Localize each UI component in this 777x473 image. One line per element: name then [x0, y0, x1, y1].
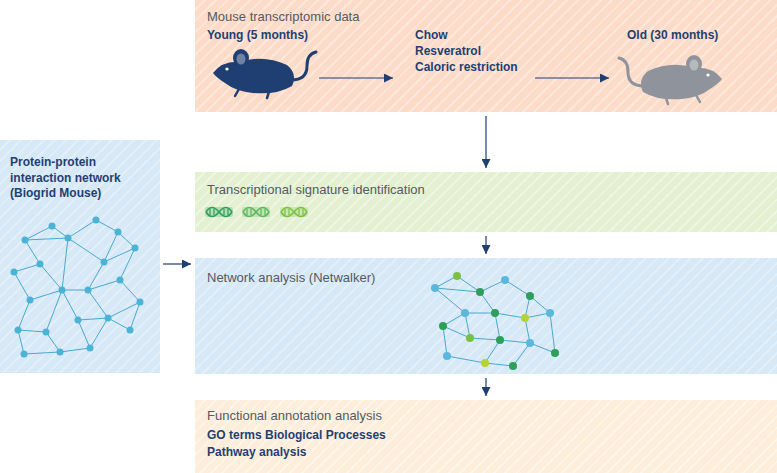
text-holder: Network analysis (Netwalker)	[207, 270, 375, 285]
text-holder: Protein-protein interaction network (Bio…	[10, 155, 140, 202]
band-text: Caloric restriction	[415, 60, 518, 74]
process-band: Transcriptional signature identification	[195, 172, 777, 232]
text-holder: Caloric restriction	[415, 60, 518, 74]
text-holder: Functional annotation analysis	[207, 408, 382, 423]
text-holder: Mouse transcriptomic data	[207, 9, 359, 24]
text-holder: Transcriptional signature identification	[207, 182, 425, 197]
band-heading: Transcriptional signature identification	[207, 182, 425, 197]
band-heading: Mouse transcriptomic data	[207, 9, 359, 24]
network-source-band: Protein-protein interaction network (Bio…	[0, 140, 160, 373]
text-holder: Old (30 months)	[627, 28, 718, 42]
process-band: Network analysis (Netwalker)	[195, 258, 777, 374]
text-holder: Pathway analysis	[207, 445, 306, 459]
band-text: Resveratrol	[415, 44, 481, 58]
flow-arrow	[485, 236, 486, 254]
text-holder: GO terms Biological Processes	[207, 428, 386, 442]
flow-arrow	[485, 116, 486, 168]
text-holder: Young (5 months)	[207, 28, 308, 42]
flow-arrow	[485, 378, 486, 396]
input-band: Mouse transcriptomic dataYoung (5 months…	[195, 0, 777, 112]
band-text: Chow	[415, 28, 448, 42]
text-holder: Resveratrol	[415, 44, 481, 58]
output-band: Functional annotation analysis GO terms B…	[195, 400, 777, 473]
band-heading: Protein-protein interaction network (Bio…	[10, 155, 140, 202]
band-text: Pathway analysis	[207, 445, 306, 459]
band-heading: Functional annotation analysis	[207, 408, 382, 423]
band-text: Young (5 months)	[207, 28, 308, 42]
band-text: GO terms Biological Processes	[207, 428, 386, 442]
band-heading: Network analysis (Netwalker)	[207, 270, 375, 285]
flow-arrow	[163, 263, 191, 264]
dna-icons	[195, 172, 777, 232]
band-text: Old (30 months)	[627, 28, 718, 42]
text-holder: Chow	[415, 28, 448, 42]
